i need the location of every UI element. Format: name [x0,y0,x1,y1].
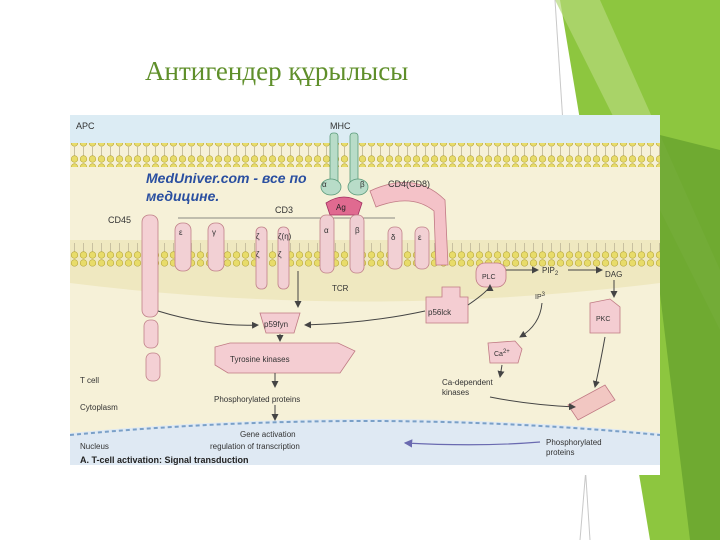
cd3-delta-chain [387,226,403,270]
label-epsilon2: ε [418,233,422,242]
zeta-chain-1 [255,226,268,290]
cd4-molecule [369,181,449,266]
label-gamma: γ [212,228,216,237]
label-regulation: regulation of transcription [210,442,300,451]
tyrosine-kinases-box [214,342,356,374]
label-phosphorylated-2-2: proteins [546,448,574,457]
label-ca2: Ca2+ [494,349,510,358]
label-zeta2: ζ [256,250,260,259]
label-delta: δ [391,233,396,242]
arrow-pkc-to-protein [592,336,606,388]
label-zeta1: ζ [256,232,260,241]
label-ca-dependent-2: kinases [442,388,469,397]
label-ag: Ag [336,203,346,212]
phosphorylated-protein-shape [567,384,616,421]
mhc-alpha-domain [320,178,342,196]
cd45-extracellular [141,214,159,318]
apc-region [70,115,660,143]
label-ca-dependent-1: Ca-dependent [442,378,493,387]
label-tcr-beta: β [355,226,360,235]
label-cd3: CD3 [275,205,293,215]
dark-green-accent-shape [640,130,720,540]
arrow-lck-to-plc [467,284,494,306]
label-phosphorylated-proteins: Phosphorylated proteins [214,395,300,404]
cd3-gamma-chain [207,222,225,272]
cd45-domain-1 [143,319,159,349]
p56lck-kinase [425,286,469,324]
tcr-alpha-chain [319,214,335,274]
zeta-chain-2 [277,226,290,290]
p59fyn-kinase [259,312,301,334]
apc-membrane [70,143,660,167]
watermark-line-1: MedUniver.com - все по [146,170,307,186]
label-cytoplasm: Cytoplasm [80,403,118,412]
figure-caption: A. T-cell activation: Signal transductio… [80,455,249,465]
label-apc: APC [76,121,95,131]
label-ip3: IP3 [535,292,546,301]
arrow-lck-to-fyn [304,310,426,329]
arrow-protein-to-gene [403,439,541,448]
label-pkc: PKC [596,316,610,323]
calcium-ion [487,340,523,364]
mhc-beta-domain [347,178,369,196]
cd3-epsilon-chain [174,222,192,272]
label-mhc-alpha: α [322,180,327,189]
label-tcr-alpha: α [324,226,329,235]
label-phosphorylated-2-1: Phosphorylated [546,438,602,447]
slide-title: Антигендер құрылысы [145,56,409,86]
label-zeta3: ζ [278,250,282,259]
label-tcell: T cell [80,376,99,385]
label-dag: DAG [605,270,622,279]
label-mhc: MHC [330,121,351,131]
tcell-membrane [70,243,660,267]
label-cd45: CD45 [108,215,131,225]
arrow-ca-to-kinases [497,364,505,378]
tcr-beta-chain [349,214,365,274]
label-tcr: TCR [332,284,349,293]
caption-strip [70,465,660,475]
nuclear-membrane [69,420,661,436]
arrow-ip3-to-ca [519,302,543,338]
label-plc: PLC [482,274,496,281]
pkc-enzyme [589,298,621,334]
label-epsilon1: ε [179,228,183,237]
label-gene-activation: Gene activation [240,430,296,439]
label-cd4: CD4(CD8) [388,179,430,189]
label-pip2: PIP2 [542,266,559,277]
label-tyrosine: Tyrosine kinases [230,355,290,364]
nucleus-region [70,419,660,465]
label-nucleus: Nucleus [80,442,109,451]
cd3-epsilon2-chain [414,226,430,270]
cd45-domain-2 [145,352,161,382]
watermark-line-2: медицине. [146,188,219,204]
arrow-kinases-to-protein [489,396,576,411]
label-p59fyn: p59fyn [264,320,288,329]
tcell-diagram: APC MHC α β CD4(CD8) Ag CD3 CD45 ε γ ζ ζ… [69,115,661,475]
antigen [325,196,363,216]
label-zeta-eta: ζ(η) [278,232,292,241]
label-mhc-beta: β [360,180,365,189]
label-p56lck: p56lck [428,308,452,317]
arrow-cd45-to-fyn [157,310,259,329]
tcell-activation-figure: APC MHC α β CD4(CD8) Ag CD3 CD45 ε γ ζ ζ… [69,115,661,475]
